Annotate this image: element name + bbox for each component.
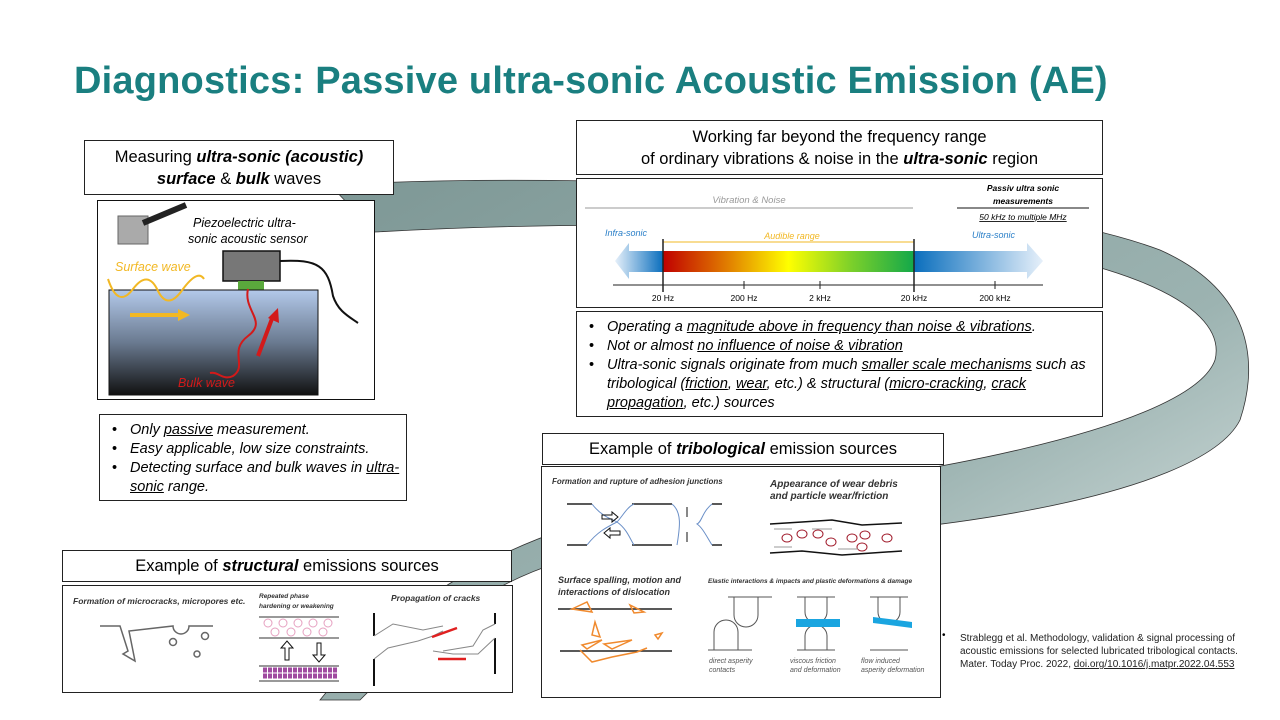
wear-label-2: and particle wear/friction	[770, 491, 888, 502]
frequency-bullets: Operating a magnitude above in frequency…	[576, 311, 1103, 417]
audible-bar	[663, 251, 914, 272]
bulk-wave-label: Bulk wave	[178, 376, 235, 390]
tribological-header: Example of tribological emission sources	[542, 433, 944, 465]
header-text: Measuring	[114, 147, 197, 166]
reference-citation: • Strablegg et al. Methodology, validati…	[942, 630, 1238, 670]
passiv-label-1: Passiv ultra sonic	[987, 183, 1060, 193]
measuring-header: Measuring ultra-sonic (acoustic) surface…	[84, 140, 394, 195]
page-title: Diagnostics: Passive ultra-sonic Acousti…	[74, 60, 1108, 102]
header-bold: surface	[156, 169, 216, 188]
bullet: Detecting surface and bulk waves in ultr…	[106, 459, 400, 497]
contact-label: contacts	[709, 667, 736, 674]
bullet: Easy applicable, low size constraints.	[106, 440, 400, 459]
bullet: Operating a magnitude above in frequency…	[583, 318, 1096, 337]
header-bold: bulk	[235, 169, 270, 188]
frequency-figure: Vibration & Noise Passiv ultra sonic mea…	[576, 178, 1103, 308]
header-text: region	[987, 149, 1039, 168]
header-bold: ultra-sonic (acoustic)	[196, 147, 364, 166]
passiv-label-3: 50 kHz to multiple MHz	[979, 212, 1067, 222]
frequency-tick-label: 20 Hz	[652, 293, 674, 303]
contact-label: and deformation	[790, 667, 841, 674]
infra-label: Infra-sonic	[605, 228, 648, 238]
contact-label: direct asperity	[709, 658, 753, 665]
wear-label-1: Appearance of wear debris	[769, 479, 898, 490]
bullet: Only passive measurement.	[106, 421, 400, 440]
frequency-tick-label: 2 kHz	[809, 293, 831, 303]
propagation-label: Propagation of cracks	[391, 593, 481, 603]
doi-link[interactable]: doi.org/10.1016/j.matpr.2022.04.553	[1073, 659, 1235, 670]
header-text: waves	[269, 169, 322, 188]
spall-label-1: Surface spalling, motion and	[558, 575, 682, 585]
wear-debris-diagram	[769, 519, 903, 556]
crack-propagation-diagram	[373, 613, 496, 686]
sensor-box	[222, 250, 281, 282]
contact-label: flow induced	[861, 658, 901, 665]
contact-label: asperity deformation	[861, 667, 925, 674]
surface-wave-icon	[107, 274, 205, 302]
phase-label-2: hardening or weakening	[259, 603, 334, 610]
spalling-diagram	[558, 601, 672, 663]
frequency-header: Working far beyond the frequency range o…	[576, 120, 1103, 175]
sensor-photo	[117, 202, 188, 245]
microcracks-label: Formation of microcracks, micropores etc…	[73, 596, 245, 606]
sensor-cable	[279, 259, 359, 324]
elastic-label: Elastic interactions & impacts and plast…	[708, 578, 912, 585]
material-block	[108, 289, 319, 396]
sensor-label-1: Piezoelectric ultra-	[193, 216, 296, 230]
phase-diagram	[259, 616, 339, 682]
bulk-wave-icon	[209, 288, 257, 379]
adhesion-diagram	[567, 503, 722, 546]
contact-label: viscous friction	[790, 658, 836, 665]
asperity-diagram	[708, 596, 912, 651]
header-text: of ordinary vibrations & noise in the	[640, 149, 904, 168]
passiv-label-2: measurements	[993, 196, 1053, 206]
ultra-arrow	[914, 243, 1043, 279]
frequency-tick-label: 200 kHz	[979, 293, 1010, 303]
surface-wave-label: Surface wave	[115, 260, 191, 274]
tribological-figure: Formation and rupture of adhesion juncti…	[541, 466, 941, 698]
sensor-coupling	[238, 281, 264, 290]
phase-label-1: Repeated phase	[259, 593, 309, 600]
sensor-label-2: sonic acoustic sensor	[188, 232, 308, 246]
audible-label: Audible range	[763, 231, 820, 241]
sensor-bullets: Only passive measurement. Easy applicabl…	[99, 414, 407, 501]
bullet: Not or almost no influence of noise & vi…	[583, 337, 1096, 356]
header-bold: ultra-sonic	[903, 149, 988, 168]
adhesion-label: Formation and rupture of adhesion juncti…	[552, 477, 723, 486]
sensor-figure: Piezoelectric ultra- sonic acoustic sens…	[97, 200, 375, 400]
spall-label-2: interactions of dislocation	[558, 587, 671, 597]
structural-figure: Formation of microcracks, micropores etc…	[62, 585, 513, 693]
structural-header: Example of structural emissions sources	[62, 550, 512, 582]
bulk-arrow-icon	[256, 315, 275, 357]
infra-arrow	[615, 243, 663, 279]
frequency-tick-label: 200 Hz	[731, 293, 758, 303]
header-text: &	[215, 169, 236, 188]
ultra-label: Ultra-sonic	[972, 230, 1016, 240]
header-line: Working far beyond the frequency range	[692, 127, 987, 146]
microcracks-diagram	[100, 625, 213, 663]
bullet: Ultra-sonic signals originate from much …	[583, 356, 1096, 413]
vibration-label: Vibration & Noise	[712, 195, 785, 206]
frequency-tick-label: 20 kHz	[901, 293, 927, 303]
